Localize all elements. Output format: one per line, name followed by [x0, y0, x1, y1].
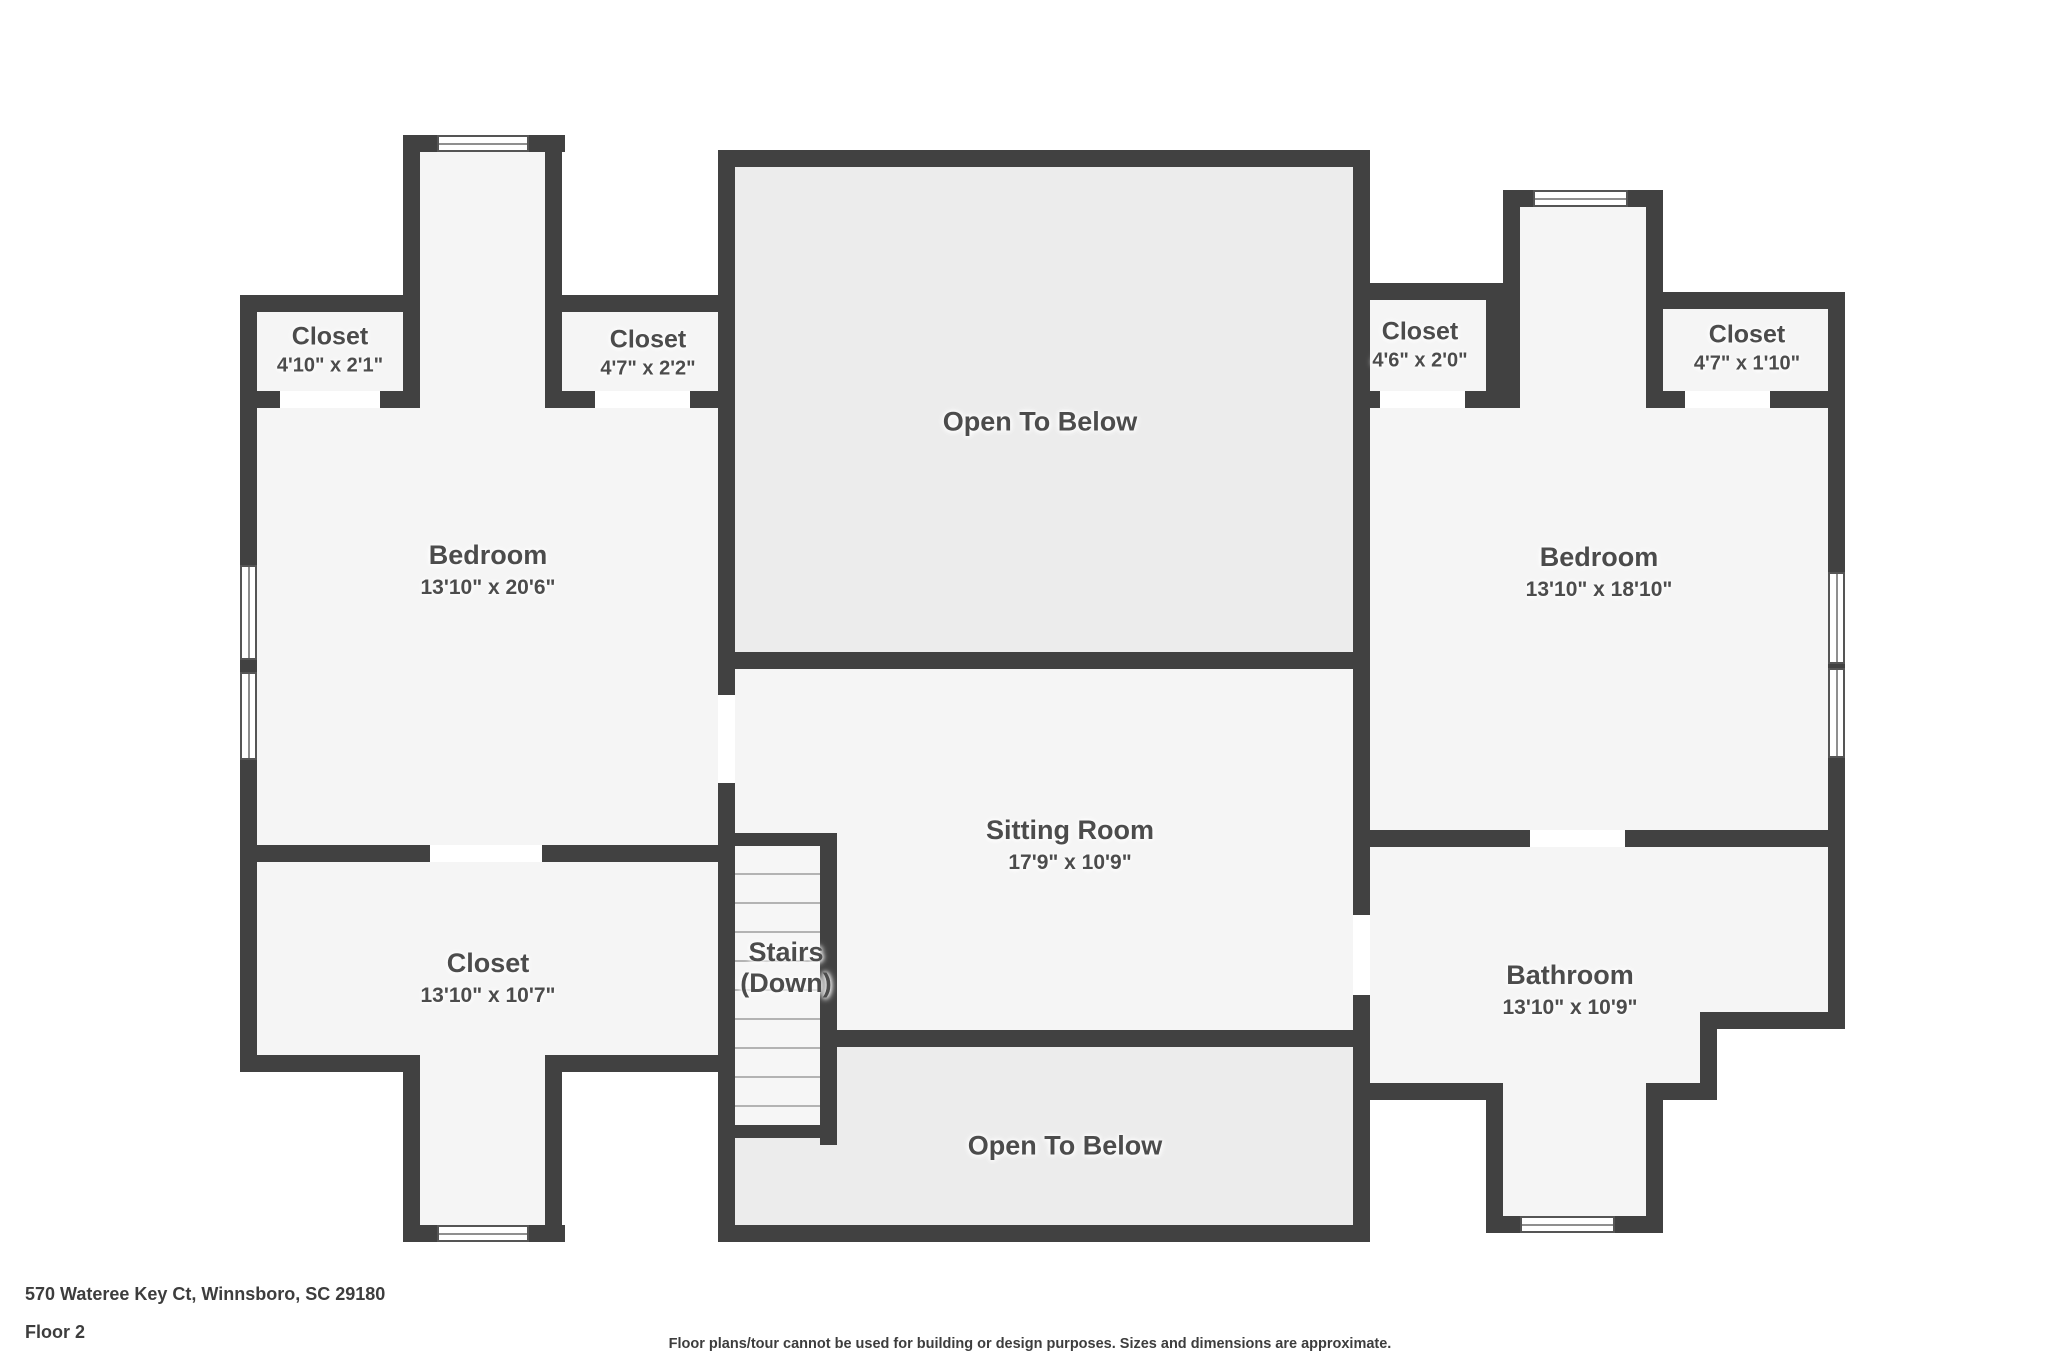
room-name: Open To Below — [942, 406, 1138, 437]
stairs-treads — [735, 846, 820, 1125]
room-area — [1370, 1012, 1700, 1083]
wall — [1646, 292, 1845, 309]
room-name: Sitting Room — [986, 814, 1154, 845]
room-name: Bathroom — [1506, 959, 1634, 990]
wall — [735, 833, 837, 846]
wall — [545, 1055, 735, 1072]
window — [1828, 572, 1845, 664]
wall — [403, 1055, 420, 1242]
room-label-open-to-below-bottom: Open To Below — [968, 1130, 1163, 1161]
wall — [545, 1055, 562, 1242]
room-label-closet-top-right-2: Closet 4'7" x 1'10" — [1694, 321, 1800, 376]
wall — [718, 150, 1370, 167]
wall — [820, 833, 837, 1145]
wall — [735, 652, 1353, 669]
window — [240, 565, 257, 660]
door-opening — [595, 391, 690, 408]
room-label-closet-top-left: Closet 4'10" x 2'1" — [277, 323, 383, 378]
room-dims: 4'10" x 2'1" — [276, 354, 384, 377]
wall — [1503, 190, 1520, 408]
room-area — [1503, 1083, 1646, 1216]
room-area — [420, 1055, 545, 1225]
room-dims: 17'9" x 10'9" — [1008, 850, 1132, 874]
door-opening — [1380, 391, 1465, 408]
room-name: Closet — [1708, 320, 1786, 349]
stairs-line-2: (Down) — [740, 968, 832, 998]
window — [1520, 1216, 1615, 1233]
room-name: Bedroom — [428, 539, 548, 570]
window — [1828, 668, 1845, 758]
room-name: Closet — [609, 325, 687, 354]
window — [437, 1225, 529, 1242]
room-dims: 4'6" x 2'0" — [1372, 349, 1468, 372]
floor-label: Floor 2 — [25, 1322, 86, 1342]
room-label-stairs: Stairs (Down) — [740, 937, 831, 999]
room-label-closet-top-left-2: Closet 4'7" x 2'2" — [600, 326, 695, 381]
room-dims: 4'7" x 1'10" — [1693, 352, 1801, 375]
room-label-bedroom-right: Bedroom 13'10" x 18'10" — [1526, 542, 1673, 602]
door-opening — [1685, 391, 1770, 408]
room-area — [1520, 207, 1646, 408]
room-area — [1370, 300, 1486, 391]
door-opening — [430, 845, 542, 862]
wall — [240, 295, 420, 312]
room-area — [1370, 391, 1828, 1012]
window — [437, 135, 529, 152]
room-name: Open To Below — [967, 1130, 1163, 1161]
window — [1533, 190, 1628, 207]
door-opening — [1530, 830, 1625, 847]
wall — [718, 1225, 1370, 1242]
window — [240, 672, 257, 760]
wall — [837, 1030, 1370, 1047]
wall — [1486, 283, 1503, 408]
room-label-bedroom-left: Bedroom 13'10" x 20'6" — [420, 540, 555, 600]
wall — [240, 1055, 420, 1072]
room-label-bathroom: Bathroom 13'10" x 10'9" — [1502, 960, 1637, 1020]
room-area — [420, 152, 545, 408]
room-name: Closet — [446, 947, 530, 978]
wall — [545, 295, 735, 312]
stairs-line-1: Stairs — [748, 936, 824, 967]
disclaimer-text: Floor plans/tour cannot be used for buil… — [668, 1336, 1392, 1352]
room-name: Bedroom — [1539, 541, 1659, 572]
address-text: 570 Wateree Key Ct, Winnsboro, SC 29180 — [25, 1284, 386, 1304]
wall — [1700, 1012, 1717, 1100]
room-label-closet-bottom-left: Closet 13'10" x 10'7" — [420, 948, 555, 1008]
room-dims: 13'10" x 20'6" — [420, 575, 556, 599]
wall — [1646, 1083, 1663, 1233]
room-dims: 4'7" x 2'2" — [600, 357, 696, 380]
wall — [403, 135, 420, 408]
room-name: Closet — [291, 322, 369, 351]
door-opening — [280, 391, 380, 408]
room-area — [1663, 309, 1828, 391]
door-opening — [718, 695, 735, 783]
wall — [1353, 150, 1370, 1242]
room-dims: 13'10" x 10'9" — [1502, 995, 1638, 1019]
wall — [1353, 1083, 1503, 1100]
wall — [1486, 1083, 1503, 1233]
room-area — [257, 312, 718, 1072]
open-to-below-area — [735, 1047, 1353, 1225]
wall — [1700, 1012, 1845, 1029]
door-opening — [1353, 915, 1370, 995]
room-label-open-to-below-top: Open To Below — [943, 406, 1138, 437]
wall — [735, 1125, 820, 1138]
room-label-closet-top-right: Closet 4'6" x 2'0" — [1372, 318, 1467, 373]
wall — [545, 135, 562, 408]
wall — [1646, 1083, 1717, 1100]
room-dims: 13'10" x 10'7" — [420, 983, 556, 1007]
room-dims: 13'10" x 18'10" — [1525, 577, 1673, 601]
room-name: Closet — [1381, 317, 1459, 346]
room-label-sitting-room: Sitting Room 17'9" x 10'9" — [986, 815, 1154, 875]
open-to-below-area — [735, 167, 1353, 652]
wall — [1353, 283, 1503, 300]
